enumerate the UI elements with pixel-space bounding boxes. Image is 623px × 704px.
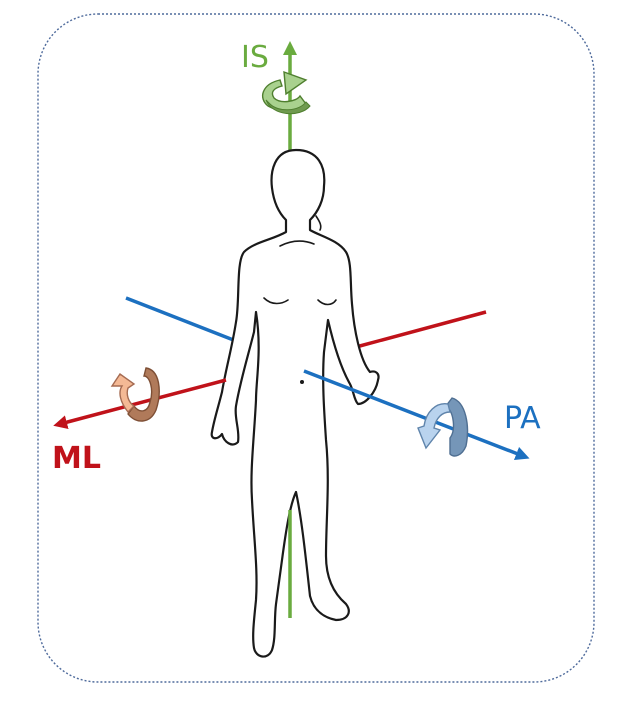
pa-axis-back: [125, 296, 237, 343]
pa-rotation-arrow: [417, 397, 469, 457]
ml-axis-front: [53, 378, 227, 429]
figure-detail-collarbone: [279, 240, 315, 247]
human-figure: [210, 148, 380, 658]
pa-axis-front: [303, 369, 530, 460]
diagram-frame: [37, 13, 595, 683]
is-axis-label: IS: [241, 40, 269, 75]
figure-navel: [300, 380, 304, 384]
figure-detail-chest-right: [317, 299, 337, 306]
ml-rotation-arrow: [110, 367, 160, 422]
figure-body: [210, 148, 380, 658]
ml-axis-back: [355, 310, 487, 349]
is-rotation-arrow: [261, 70, 311, 115]
ml-axis-label: ML: [52, 441, 101, 476]
pa-axis-label: PA: [504, 401, 541, 436]
figure-detail-chest-left: [263, 297, 289, 305]
figure-detail-neck: [315, 215, 322, 231]
